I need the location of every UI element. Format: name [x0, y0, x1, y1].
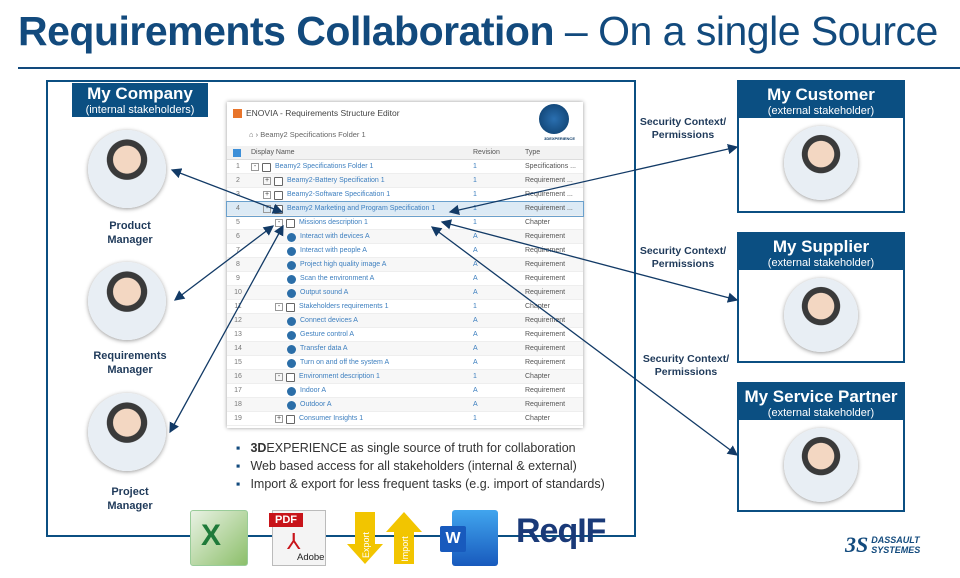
row-name-cell[interactable]: Project high quality image A — [287, 258, 386, 272]
req-icon — [287, 232, 296, 242]
chapter-icon — [286, 218, 295, 228]
security-context-label: Security Context/ Permissions — [639, 116, 727, 141]
req-icon — [287, 246, 296, 256]
select-all-checkbox[interactable] — [233, 149, 241, 157]
supplier-avatar — [784, 278, 858, 352]
row-name[interactable]: Connect devices A — [300, 317, 358, 324]
row-name[interactable]: Consumer Insights 1 — [299, 415, 364, 422]
column-display-name[interactable]: Display Name — [251, 149, 295, 156]
row-name-cell[interactable]: Outdoor A — [287, 398, 332, 412]
reqif-logo: ReqIF — [516, 512, 606, 550]
row-name[interactable]: Missions description 1 — [299, 219, 368, 226]
chapter-icon — [286, 302, 295, 312]
my-supplier-panel: My Supplier(external stakeholder) — [737, 232, 905, 363]
project-manager-avatar — [88, 393, 166, 471]
row-name[interactable]: Indoor A — [300, 387, 327, 394]
row-name[interactable]: Beamy2-Software Specification 1 — [287, 191, 391, 198]
row-name-cell[interactable]: Turn on and off the system A — [287, 356, 389, 370]
customer-avatar — [784, 126, 858, 200]
requirements-manager-avatar — [88, 262, 166, 340]
arrow-customer — [448, 143, 739, 216]
req-icon — [287, 400, 296, 410]
req-icon — [287, 358, 296, 368]
row-number: 5 — [236, 219, 240, 226]
arrow-supplier — [440, 219, 739, 303]
bullet-3: Import & export for less frequent tasks … — [236, 477, 604, 491]
row-name[interactable]: Interact with devices A — [300, 233, 370, 240]
3dexperience-compass-icon[interactable] — [539, 104, 569, 134]
row-name[interactable]: Interact with people A — [300, 247, 367, 254]
excel-icon: X — [190, 510, 248, 566]
row-name[interactable]: Scan the environment A — [300, 275, 375, 282]
pdf-icon: PDF ⅄ Adobe — [269, 510, 326, 566]
home-icon[interactable]: ⌂ — [249, 130, 254, 139]
bullet-2: Web based access for all stakeholders (i… — [236, 459, 576, 473]
title-divider — [18, 67, 960, 69]
product-manager-avatar — [88, 130, 166, 208]
arrow-service-partner — [430, 226, 739, 456]
arrow-requirements-manager — [173, 225, 275, 301]
word-icon: W — [440, 510, 498, 566]
row-name-cell[interactable]: Connect devices A — [287, 314, 358, 328]
row-name[interactable]: Output sound A — [300, 289, 349, 296]
row-number: 1 — [236, 163, 240, 170]
row-name[interactable]: Stakeholders requirements 1 — [299, 303, 389, 310]
row-name[interactable]: Gesture control A — [300, 331, 355, 338]
chapter-icon — [286, 372, 295, 382]
req-icon — [287, 274, 296, 284]
3dexperience-logo-text: 3DEXPERIENCE — [544, 136, 575, 141]
req-icon — [287, 260, 296, 270]
row-name[interactable]: Outdoor A — [300, 401, 332, 408]
import-icon: Import — [386, 512, 422, 564]
row-name[interactable]: Beamy2-Battery Specification 1 — [287, 177, 385, 184]
editor-title: ENOVIA - Requirements Structure Editor — [246, 108, 400, 118]
row-name-cell[interactable]: Indoor A — [287, 384, 326, 398]
chapter-icon — [286, 414, 295, 424]
row-name[interactable]: Transfer data A — [300, 345, 348, 352]
my-service-partner-panel: My Service Partner(external stakeholder) — [737, 382, 905, 512]
arrow-project-manager — [169, 224, 284, 434]
row-name[interactable]: Beamy2 Marketing and Program Specificati… — [287, 205, 436, 212]
row-name-cell[interactable]: Interact with devices A — [287, 230, 370, 244]
requirements-manager-label: Requirements Manager — [93, 350, 167, 376]
row-name-cell[interactable]: Gesture control A — [287, 328, 354, 342]
my-customer-panel: My Customer(external stakeholder) — [737, 80, 905, 213]
app-icon — [233, 109, 242, 119]
req-icon — [287, 288, 296, 298]
req-icon — [287, 344, 296, 354]
req-icon — [287, 316, 296, 326]
row-name-cell[interactable]: Transfer data A — [287, 342, 348, 356]
product-manager-label: Product Manager — [107, 220, 153, 246]
page-title: Requirements Collaboration – On a single… — [18, 8, 938, 54]
arrow-product-manager — [170, 168, 284, 214]
my-company-header: My Company(internal stakeholders) — [72, 83, 208, 117]
breadcrumb[interactable]: ⌂ › Beamy2 Specifications Folder 1 — [249, 130, 366, 139]
req-icon — [287, 330, 296, 340]
project-manager-label: Project Manager — [107, 486, 153, 512]
row-name-cell[interactable]: Scan the environment A — [287, 272, 374, 286]
req-icon — [287, 386, 296, 396]
service-partner-avatar — [784, 428, 858, 502]
row-name[interactable]: Project high quality image A — [300, 261, 387, 268]
requirements-structure-editor: ENOVIA - Requirements Structure Editor ⌂… — [226, 102, 584, 428]
export-icon: Export — [347, 512, 383, 564]
row-name[interactable]: Turn on and off the system A — [300, 359, 390, 366]
row-name[interactable]: Beamy2 Specifications Folder 1 — [275, 163, 374, 170]
row-name-cell[interactable]: Output sound A — [287, 286, 348, 300]
row-name-cell[interactable]: Interact with people A — [287, 244, 367, 258]
row-name[interactable]: Environment description 1 — [299, 373, 380, 380]
